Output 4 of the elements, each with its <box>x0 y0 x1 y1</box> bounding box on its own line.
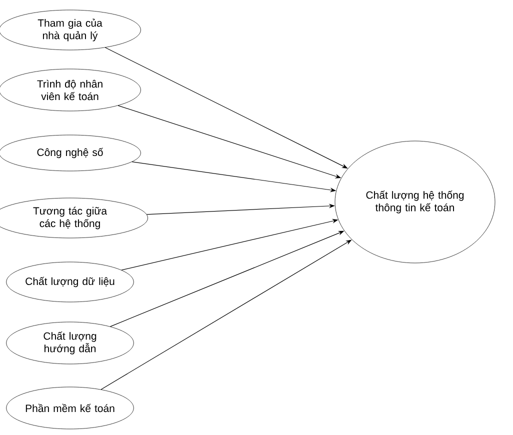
ellipse-node: Chất lượng dữ liệu <box>6 262 134 302</box>
ellipse-node: Phần mềm kế toán <box>6 386 134 430</box>
ellipse-node: Chất lượng hướng dẫn <box>6 322 134 364</box>
ellipse-node: Chất lượng hệ thống thông tin kế toán <box>334 140 496 264</box>
